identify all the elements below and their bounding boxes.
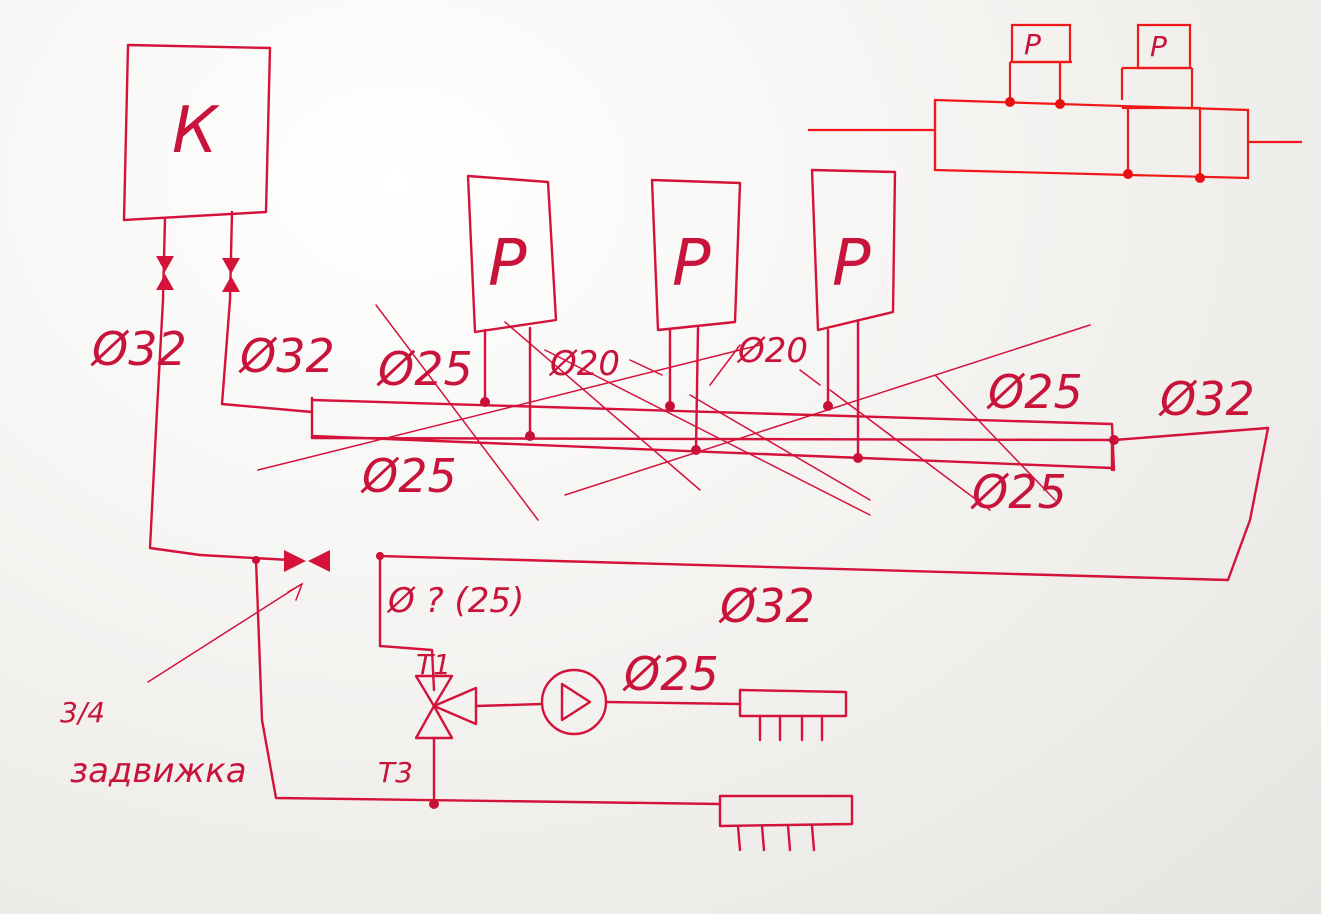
mini-radiator-1-label: Р — [1024, 28, 1041, 61]
label-upper-right: Ø25 — [986, 365, 1083, 419]
three-way-valve-icon — [414, 674, 478, 740]
manifold-icon-2 — [718, 794, 854, 852]
branch-pipe — [378, 554, 436, 692]
label-pump-diameter: Ø25 — [622, 647, 719, 701]
rad2-return-drop — [694, 326, 700, 452]
label-rad3: Ø20 — [736, 331, 808, 371]
joint-1 — [480, 397, 490, 407]
mini-schematic: Р Р — [808, 23, 1302, 183]
label-valve-size: 3/4 — [60, 696, 105, 729]
radiator-2-box — [650, 178, 742, 332]
radiator-3-box — [810, 168, 897, 332]
label-port-t3: Т3 — [378, 756, 413, 789]
joint-2 — [525, 431, 535, 441]
label-return-diameter: Ø32 — [238, 329, 335, 383]
header-outline — [310, 396, 1114, 472]
upper-header — [310, 398, 1116, 472]
boiler-label: К — [172, 94, 220, 168]
arrow-rad2 — [629, 359, 663, 376]
radiator-3-label: Р — [832, 227, 871, 301]
radiator-1-box — [466, 174, 558, 334]
mini-radiator-2-label: Р — [1150, 30, 1167, 63]
label-branch: Ø ? (25) — [386, 581, 524, 621]
joint-3 — [665, 401, 675, 411]
lower-header — [310, 434, 1114, 470]
arrow-rad3 — [799, 369, 821, 386]
bottom-return — [254, 558, 722, 806]
label-lower-left: Ø25 — [360, 449, 457, 503]
radiator-2-label: Р — [672, 227, 711, 301]
pump-icon — [540, 668, 608, 736]
label-rad2: Ø20 — [548, 344, 620, 384]
label-supply-diameter: Ø32 — [90, 322, 187, 376]
radiator-1-label: Р — [488, 227, 527, 301]
pump-outlet-pipe — [604, 700, 742, 706]
label-lower-right: Ø25 — [970, 465, 1067, 519]
label-valve-name: задвижка — [70, 751, 247, 791]
arrow-valve — [147, 584, 301, 683]
label-bottom-main: Ø32 — [718, 579, 815, 633]
label-port-t1: Т1 — [416, 648, 451, 681]
pump-inlet-pipe — [474, 702, 544, 708]
return-loop — [378, 426, 1270, 582]
joint-10 — [429, 799, 439, 809]
arrow-valve-head — [287, 582, 304, 601]
boiler-box — [122, 43, 272, 222]
boiler-valve-left-icon — [156, 256, 174, 290]
joint-6 — [853, 453, 863, 463]
boiler-valve-right-icon — [222, 258, 240, 292]
manifold-icon — [738, 688, 848, 742]
supply-pipe — [148, 216, 202, 557]
bottom-main — [198, 553, 292, 562]
label-far-right: Ø32 — [1158, 372, 1255, 426]
gate-valve-icon — [284, 550, 330, 572]
cross-out-marks — [257, 304, 1091, 521]
return-pipe — [220, 210, 314, 414]
